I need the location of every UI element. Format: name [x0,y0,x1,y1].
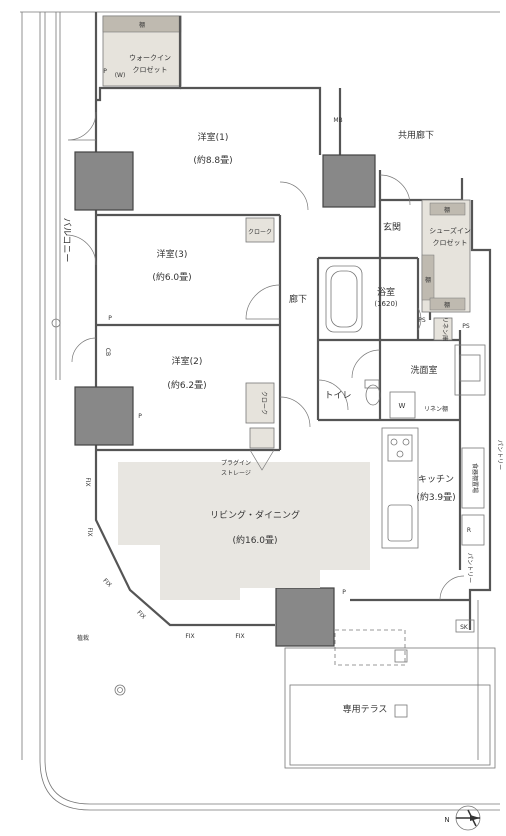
fix-label-6: FIX [235,633,244,640]
balcony-outline [20,11,500,811]
shoesin-label-2: クロゼット [433,238,468,247]
kitchen-counter [381,427,419,549]
shoesin-shelf-top-label: 棚 [444,206,450,214]
p-label-3: P [138,413,142,420]
column-2 [322,154,376,208]
shoesin-shelf-bottom-label: 棚 [444,301,450,309]
room-label-western2: 洋室(2) [172,355,203,367]
room-label-western3: 洋室(3) [157,248,188,260]
walkin-label-2: クロゼット [133,65,168,74]
shoesin-label-1: シューズイン [429,226,471,235]
food-storage-label: 食器棚置場 [471,463,479,493]
room-label-western1: 洋室(1) [198,131,229,143]
column-1 [74,151,134,211]
fix-label-3: FIX [101,577,113,589]
closet-2 [245,382,275,424]
food-storage-space [461,447,485,509]
terrace-outline [284,600,496,769]
p-label-1: P [103,68,107,75]
room-size-living: (約16.0畳) [232,534,277,546]
sk-label: SK [460,624,469,631]
room-label-common-corridor: 共用廊下 [398,129,434,141]
room-label-washroom: 洗面室 [410,364,437,376]
closet2-label: クローク [260,391,267,415]
bathtub-inner [330,270,358,328]
room-label-toilet: トイレ [324,391,351,401]
plugin-storage [249,427,275,449]
bathtub [325,265,363,333]
fix-label-1: FIX [84,477,91,486]
room-size-bath: (1620) [374,300,398,308]
cb-label: CB [104,348,111,356]
kitchen-sink [387,504,413,542]
walkin-w-label: (W) [115,72,126,79]
closet3-label: クローク [248,229,272,236]
shoesin-shelf-top [429,202,466,216]
room-label-planting: 植栽 [77,634,89,642]
linen-shelf-label: リネン棚 [424,405,448,413]
compass [455,805,481,831]
room-size-western2: (約6.2畳) [167,379,206,391]
room-label-entrance: 玄関 [383,221,401,233]
room-label-balcony: バルコニー [61,218,72,263]
walkin-shelf-label: 棚 [139,21,145,29]
plugin-label-1: プラグイン [221,459,251,467]
room-label-corridor: 廊下 [289,293,307,305]
toilet-bowl [365,384,381,406]
washer-space [389,391,416,419]
living-floor [118,462,370,600]
walkin-label-1: ウォークイン [129,54,171,62]
fix-label-5: FIX [185,633,194,640]
column-4 [275,587,335,647]
mb-label: MB [333,117,342,124]
closet-3 [245,217,275,243]
column-3 [74,386,134,446]
room-size-western1: (約8.8畳) [193,154,232,166]
exterior-walls [94,12,492,630]
ps-label-2: PS [462,323,470,330]
pantry-right-label: パントリー [496,440,503,470]
room-label-bath: 浴室 [377,286,395,298]
p-label-2: P [108,315,112,322]
shoesin-shelf-bottom [429,297,466,311]
room-size-kitchen: (約3.9畳) [416,491,455,503]
stove [387,434,413,462]
fix-label-2: FIX [86,527,93,536]
shoesin-shelf-left [421,254,435,301]
doors [65,111,465,601]
shoesin-shelf-left-label: 棚 [425,276,431,284]
ps-label-1: PS [418,317,426,324]
room-label-terrace: 専用テラス [343,703,388,715]
fridge-space [461,514,485,546]
fix-label-4: FIX [135,609,147,621]
pantry-small-label: パントリー [466,553,473,583]
room-label-kitchen: キッチン [418,474,454,485]
washroom-counter [454,344,486,396]
p-label-4: P [342,589,346,596]
linen-storage [433,317,453,341]
r-label: R [467,527,471,534]
north-label: N [444,816,449,824]
w-label: W [399,402,406,410]
room-size-western3: (約6.0畳) [152,271,191,283]
plugin-label-2: ストレージ [221,470,251,477]
room-label-living: リビング・ダイニング [210,509,300,521]
linen-label: リネン庫 [441,317,449,341]
